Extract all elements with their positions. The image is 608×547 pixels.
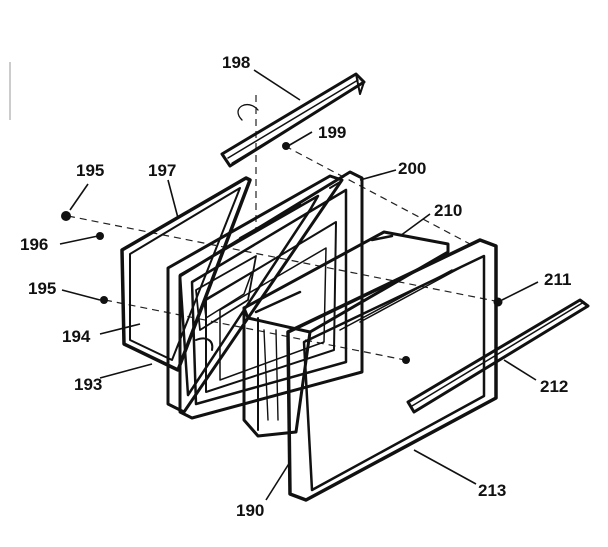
label-193: 193 <box>74 375 102 394</box>
label-197: 197 <box>148 161 176 180</box>
alignment-lines <box>67 95 501 361</box>
label-196: 196 <box>20 235 48 254</box>
screw-195-lower <box>100 296 108 304</box>
label-190: 190 <box>236 501 264 520</box>
door-liner-panel <box>178 170 364 420</box>
washer-196 <box>96 232 104 240</box>
label-213: 213 <box>478 481 506 500</box>
label-210: 210 <box>434 201 462 220</box>
label-199: 199 <box>318 123 346 142</box>
label-211: 211 <box>544 270 571 289</box>
label-200: 200 <box>398 159 426 178</box>
screw-195-top <box>61 211 71 221</box>
leader-lines <box>59 69 539 501</box>
screw-199 <box>282 142 290 150</box>
label-194: 194 <box>62 327 91 346</box>
door-handle <box>406 298 590 414</box>
label-195-top: 195 <box>76 161 104 180</box>
screw-glass <box>402 356 410 364</box>
screw-211 <box>493 297 503 307</box>
label-195-lower: 195 <box>28 279 56 298</box>
outer-door-glass <box>286 238 498 502</box>
top-trim-strip <box>220 72 366 168</box>
label-198: 198 <box>222 53 250 72</box>
label-212: 212 <box>540 377 568 396</box>
